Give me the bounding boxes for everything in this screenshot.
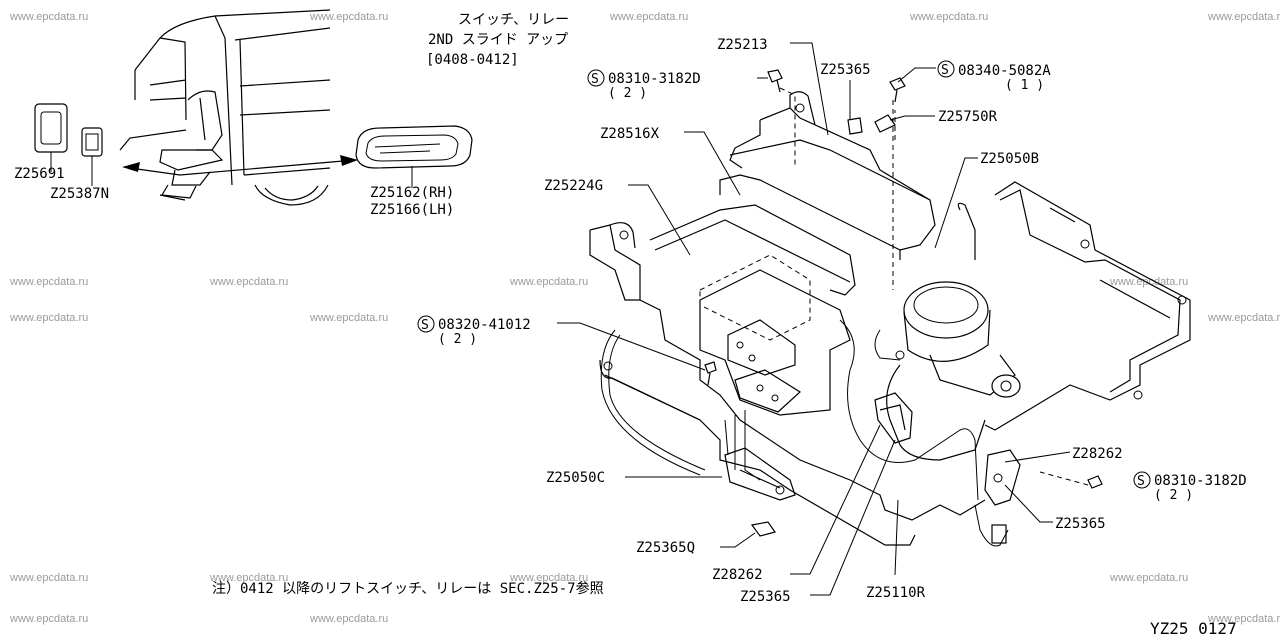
- watermark: www.epcdata.ru: [9, 312, 88, 324]
- callout-s08340: 08340-5082A: [958, 63, 1051, 79]
- callout-z25162: Z25162(RH): [370, 185, 454, 201]
- watermark-layer: www.epcdata.ru www.epcdata.ru www.epcdat…: [9, 11, 1280, 625]
- header-line-3: [0408-0412]: [426, 52, 519, 68]
- watermark: www.epcdata.ru: [1207, 613, 1280, 625]
- s-symbol-icon: [937, 60, 955, 78]
- callout-s08320-qty: ( 2 ): [438, 332, 477, 347]
- watermark: www.epcdata.ru: [309, 312, 388, 324]
- switch-z25691: [34, 103, 68, 163]
- header-line-1: スイッチ、リレー: [458, 12, 569, 28]
- watermark: www.epcdata.ru: [9, 276, 88, 288]
- callout-z25365-right: Z25365: [1055, 516, 1106, 532]
- watermark: www.epcdata.ru: [9, 613, 88, 625]
- callout-z25166: Z25166(LH): [370, 202, 454, 218]
- watermark: www.epcdata.ru: [209, 276, 288, 288]
- callout-s08310-right-qty: ( 2 ): [1154, 488, 1193, 503]
- header-line-2: 2ND スライド アップ: [428, 32, 568, 48]
- part-callouts: Z25213 Z25365 S 08340-5082A ( 1 ) S 0831…: [14, 37, 1247, 605]
- callout-z28262-right: Z28262: [1072, 446, 1123, 462]
- s-symbol-label: S: [591, 72, 599, 87]
- watermark: www.epcdata.ru: [1109, 572, 1188, 584]
- motor-z25050b: [886, 281, 1021, 461]
- page-code: YZ25 0127: [1150, 619, 1237, 638]
- watermark: www.epcdata.ru: [9, 11, 88, 23]
- callout-z25365-bottom: Z25365: [740, 589, 791, 605]
- watermark: www.epcdata.ru: [509, 276, 588, 288]
- callout-z25213: Z25213: [717, 37, 768, 53]
- watermark: www.epcdata.ru: [309, 11, 388, 23]
- callout-z28516x: Z28516X: [600, 126, 660, 142]
- callout-z28262-bottom: Z28262: [712, 567, 763, 583]
- watermark: www.epcdata.ru: [209, 572, 288, 584]
- callout-z25050c: Z25050C: [546, 470, 605, 486]
- handle-z25162: [355, 125, 473, 185]
- watermark: www.epcdata.ru: [1109, 276, 1188, 288]
- callout-s08310-top: 08310-3182D: [608, 71, 701, 87]
- callout-z25365q: Z25365Q: [636, 540, 695, 556]
- s-symbol-label: S: [941, 63, 949, 78]
- watermark: www.epcdata.ru: [909, 11, 988, 23]
- callout-z25750r: Z25750R: [938, 109, 998, 125]
- callout-z25365-top: Z25365: [820, 62, 871, 78]
- vehicle-inset: [119, 9, 358, 206]
- watermark: www.epcdata.ru: [1207, 312, 1280, 324]
- callout-z25691: Z25691: [14, 166, 65, 182]
- s-symbol-label: S: [421, 318, 429, 333]
- callout-s08310-top-qty: ( 2 ): [608, 86, 647, 101]
- switch-z25387n: [81, 127, 103, 180]
- callout-z25224g: Z25224G: [544, 178, 603, 194]
- footnote: 注）0412 以降のリフトスイッチ、リレーは SEC.Z25-7参照: [212, 580, 604, 597]
- diagram-header: スイッチ、リレー 2ND スライド アップ [0408-0412]: [426, 12, 569, 68]
- watermark: www.epcdata.ru: [509, 572, 588, 584]
- callout-s08340-qty: ( 1 ): [1005, 78, 1044, 93]
- callout-s08320: 08320-41012: [438, 317, 531, 333]
- leader-lines: [50, 42, 1071, 596]
- watermark: www.epcdata.ru: [309, 613, 388, 625]
- s-symbol-icon: [587, 69, 605, 87]
- callout-z25387n: Z25387N: [50, 186, 109, 202]
- s-symbol-label: S: [1137, 474, 1145, 489]
- callout-s08310-right: 08310-3182D: [1154, 473, 1247, 489]
- watermark: www.epcdata.ru: [9, 572, 88, 584]
- lift-assembly: [589, 69, 1191, 547]
- s-symbol-icon: [417, 315, 435, 333]
- callout-z25050b: Z25050B: [980, 151, 1039, 167]
- s-symbol-icon: [1133, 471, 1151, 489]
- callout-z25110r: Z25110R: [866, 585, 926, 601]
- watermark: www.epcdata.ru: [609, 11, 688, 23]
- watermark: www.epcdata.ru: [1207, 11, 1280, 23]
